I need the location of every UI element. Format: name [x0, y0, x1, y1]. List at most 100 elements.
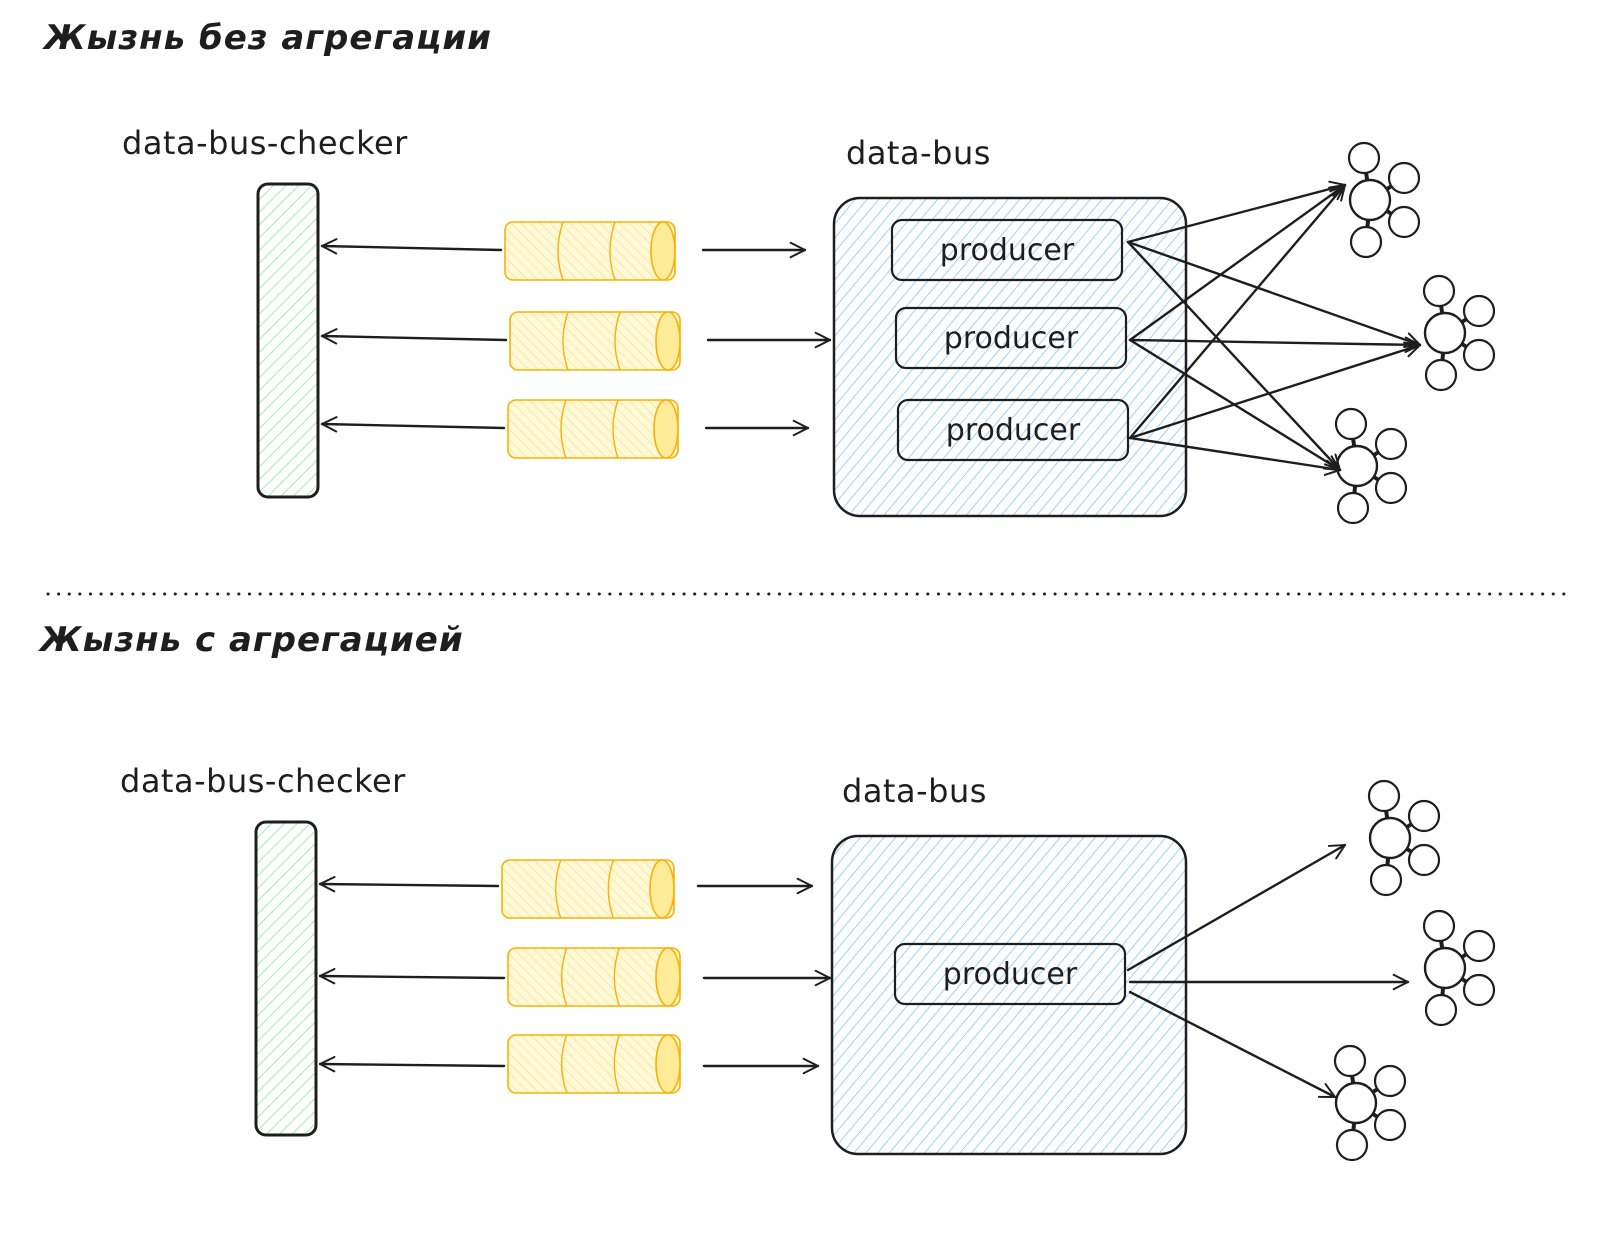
queue-body [507, 399, 679, 459]
queue-segment [557, 221, 564, 281]
consumer-service [1334, 407, 1408, 525]
consumer-node [1387, 205, 1421, 239]
arrow-queue-to-checker [320, 238, 503, 255]
queue-body [504, 221, 676, 281]
consumer-node [1462, 973, 1496, 1007]
consumer-service [1333, 1044, 1407, 1162]
section-with-aggregation [254, 820, 1188, 1156]
arrow-producer-to-consumer [1128, 183, 1347, 342]
consumer-node [1333, 1044, 1367, 1078]
consumer-core [1348, 178, 1392, 222]
queue-cap [649, 859, 675, 919]
consumer-node [1347, 141, 1381, 175]
arrow-queue-to-checker [320, 416, 506, 433]
queue-segment [560, 1034, 568, 1094]
producer-label: producer [943, 957, 1078, 992]
consumer-node [1387, 161, 1421, 195]
arrow-producer-to-consumer [1128, 436, 1342, 476]
producer-box [894, 306, 1128, 370]
consumer-core [1335, 444, 1379, 488]
consumer-node [1407, 843, 1441, 877]
producer-label: producer [944, 321, 1079, 356]
producer-box [890, 218, 1124, 282]
arrow-queue-to-checker [318, 967, 506, 985]
arrow-producer-to-consumer [1128, 183, 1347, 440]
queue-segment [612, 399, 619, 459]
queue-cap [655, 311, 681, 371]
data-bus-box [830, 834, 1188, 1156]
consumer-node [1462, 338, 1496, 372]
queue-cap [653, 399, 679, 459]
producer-label: producer [946, 413, 1081, 448]
consumer-node [1334, 407, 1368, 441]
queue-body [507, 947, 681, 1007]
consumer-node [1462, 929, 1496, 963]
consumer-node [1424, 358, 1458, 392]
queue-body [509, 311, 681, 371]
arrow-queue-to-checker [320, 328, 508, 345]
data-bus-checker-box [256, 182, 320, 499]
bus-label-2: data-bus [842, 772, 987, 810]
consumer-node [1422, 909, 1456, 943]
arrow-producer-to-consumer [1128, 336, 1422, 353]
consumer-node [1374, 471, 1408, 505]
queue-body [507, 1034, 681, 1094]
queue [507, 947, 681, 1007]
queue [509, 311, 681, 371]
consumer-node [1374, 427, 1408, 461]
consumer-node [1373, 1064, 1407, 1098]
arrow-producer-to-consumer [1126, 240, 1422, 348]
consumer-node [1462, 294, 1496, 328]
consumer-core [1423, 946, 1467, 990]
producer: producer [890, 218, 1124, 282]
checker-label-2: data-bus-checker [120, 762, 406, 800]
consumer-service [1347, 141, 1421, 259]
producer-box [893, 942, 1127, 1006]
consumer-node [1373, 1108, 1407, 1142]
queue-segment [614, 311, 621, 371]
producer: producer [893, 942, 1127, 1006]
consumer-node [1349, 225, 1383, 259]
queue-body [501, 859, 675, 919]
queue-segment [613, 1034, 620, 1094]
queue [507, 399, 679, 459]
section-title-with-aggregation: Жызнь с агрегацией [40, 620, 464, 660]
queue-segment [562, 311, 569, 371]
consumer-service [1422, 909, 1496, 1027]
consumer-node [1369, 863, 1403, 897]
arrow-queue-to-checker [318, 1055, 506, 1073]
producer: producer [894, 306, 1128, 370]
consumer-core [1334, 1081, 1378, 1125]
producer-box [896, 398, 1130, 462]
data-bus-checker-box [254, 820, 318, 1137]
queue-segment [609, 221, 616, 281]
arrow-producer-to-consumer [1128, 341, 1422, 440]
consumer-node [1336, 491, 1370, 525]
queue-cap [650, 221, 676, 281]
section-title-without-aggregation: Жызнь без агрегации [44, 18, 493, 58]
queue [507, 1034, 681, 1094]
consumer-node [1422, 274, 1456, 308]
queue [504, 221, 676, 281]
queue-segment [554, 859, 562, 919]
consumer-node [1407, 799, 1441, 833]
queue-cap [655, 1034, 681, 1094]
consumer-core [1423, 311, 1467, 355]
bus-label-1: data-bus [846, 134, 991, 172]
arrow-producer-to-consumer [1126, 843, 1347, 972]
consumer-node [1335, 1128, 1369, 1162]
queue-cap [655, 947, 681, 1007]
queue-segment [560, 947, 568, 1007]
arrow-queue-to-checker [318, 875, 500, 893]
consumer-service [1422, 274, 1496, 392]
queue [501, 859, 675, 919]
data-bus-box [832, 196, 1188, 518]
arrow-producer-to-consumer [1128, 990, 1337, 1099]
consumer-service [1367, 779, 1441, 897]
consumer-node [1424, 993, 1458, 1027]
arrow-producer-to-consumer [1126, 180, 1347, 244]
queue-segment [613, 947, 620, 1007]
producer-label: producer [940, 233, 1075, 268]
consumer-core [1368, 816, 1412, 860]
